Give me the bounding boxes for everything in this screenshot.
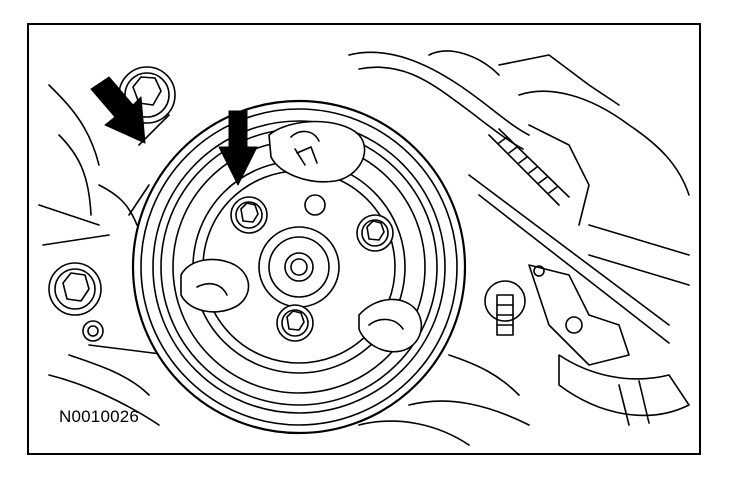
pulley-bolt-top-left bbox=[230, 196, 268, 234]
arrow-icon bbox=[218, 110, 258, 186]
arrow-icon bbox=[90, 76, 146, 144]
pulley-bolt-bottom bbox=[276, 304, 314, 342]
pulley-cutouts bbox=[180, 120, 423, 353]
pulley-hub bbox=[258, 226, 340, 308]
threaded-stud bbox=[488, 128, 570, 206]
engine-background-lines bbox=[38, 50, 690, 446]
left-lower-bolt bbox=[48, 262, 102, 316]
figure-id-label: N0010026 bbox=[59, 407, 140, 426]
figure-frame: N0010026 bbox=[27, 23, 701, 455]
small-left-fitting bbox=[82, 320, 104, 342]
index-hole bbox=[304, 194, 326, 216]
right-lower-bolt bbox=[484, 280, 526, 336]
drive-belt bbox=[468, 174, 670, 344]
right-bracket bbox=[528, 264, 690, 426]
pulley-bolt-right bbox=[356, 214, 394, 252]
water-pump-pulley bbox=[131, 99, 467, 435]
water-pump-pulley-diagram bbox=[38, 50, 690, 446]
